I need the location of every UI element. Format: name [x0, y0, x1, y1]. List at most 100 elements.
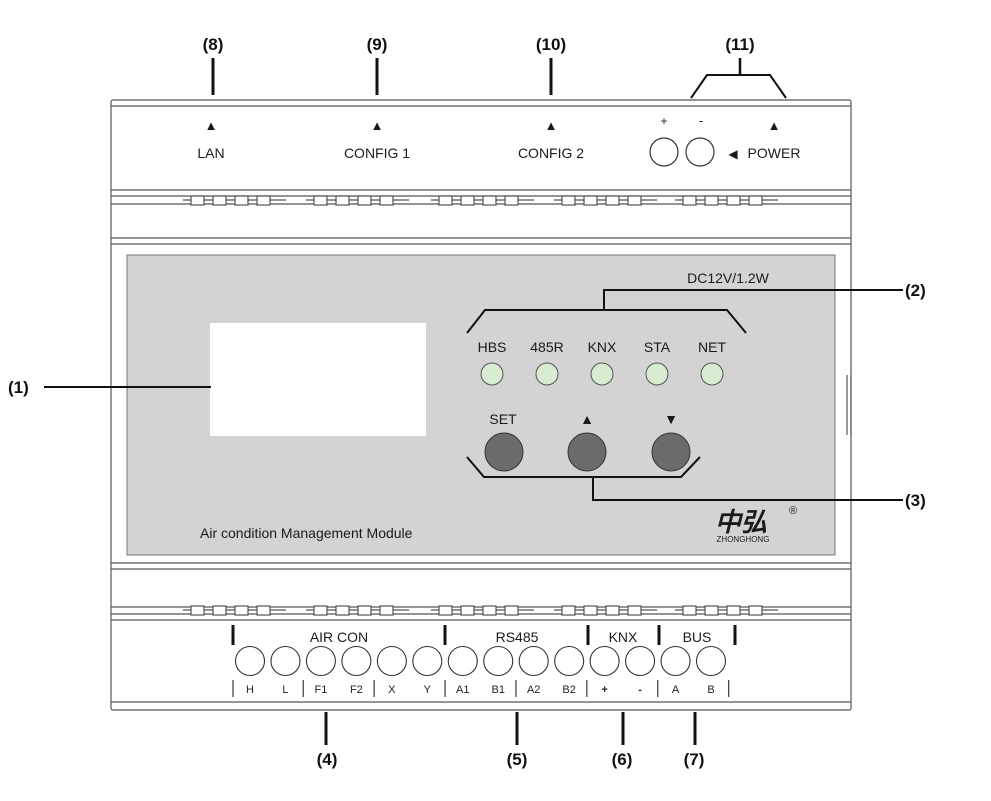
- module-name: Air condition Management Module: [200, 525, 413, 541]
- down-button[interactable]: [651, 432, 691, 472]
- vent-slot: [335, 605, 350, 616]
- terminal-screw: [695, 645, 727, 677]
- power-left-arrow: ◀: [728, 147, 738, 161]
- led-label: STA: [644, 339, 671, 355]
- vent-slot: [256, 195, 271, 206]
- vent-slot: [561, 195, 576, 206]
- down-button-label: ▼: [664, 411, 678, 427]
- led-indicator: [645, 362, 669, 386]
- callout-4: (4): [317, 750, 338, 769]
- terminal-screw: [270, 645, 301, 677]
- vent-slot: [704, 195, 719, 206]
- group-bus-label: BUS: [683, 629, 712, 645]
- callout-6: (6): [612, 750, 633, 769]
- terminal-label: F1: [315, 684, 328, 696]
- terminal-screw: [660, 645, 691, 677]
- terminal-label: B1: [491, 684, 504, 696]
- callout-11: (11): [725, 35, 754, 54]
- terminal-screw: [483, 645, 514, 677]
- top-ports: ▲ LAN ▲ CONFIG 1 ▲ CONFIG 2 + - ◀ ▲ POWE…: [197, 113, 801, 167]
- up-button-label: ▲: [580, 411, 594, 427]
- terminal-label: -: [638, 684, 642, 696]
- terminal-screw: [447, 645, 478, 677]
- up-button[interactable]: [567, 432, 607, 472]
- top-callouts: [211, 58, 787, 99]
- vent-row-top: [183, 195, 778, 206]
- lan-label: LAN: [197, 145, 224, 161]
- vent-slot: [726, 605, 741, 616]
- led-bracket: [466, 289, 903, 334]
- config2-arrow: ▲: [545, 118, 558, 133]
- power-minus-label: -: [699, 113, 703, 128]
- terminal-label: X: [388, 684, 396, 696]
- terminal-screw: [554, 645, 585, 677]
- power-rating: DC12V/1.2W: [687, 270, 769, 286]
- vent-slot: [379, 605, 394, 616]
- vent-slot: [460, 195, 475, 206]
- callout-9: (9): [367, 35, 388, 54]
- lcd-display: [210, 323, 426, 436]
- vent-slot: [313, 195, 328, 206]
- terminal-label: A: [672, 684, 680, 696]
- vent-slot: [627, 195, 642, 206]
- registered-mark: ®: [789, 505, 797, 517]
- config2-label: CONFIG 2: [518, 145, 584, 161]
- terminal-label: B2: [562, 684, 575, 696]
- power-label: POWER: [748, 145, 801, 161]
- vent-slot: [357, 195, 372, 206]
- power-plus-label: +: [660, 114, 667, 128]
- vent-slot: [482, 195, 497, 206]
- led-indicator: [480, 362, 504, 386]
- vent-slot: [605, 195, 620, 206]
- led-label: 485R: [530, 339, 563, 355]
- config1-arrow: ▲: [371, 118, 384, 133]
- terminal-label: B: [707, 684, 714, 696]
- vent-slot: [504, 605, 519, 616]
- vent-slot: [482, 605, 497, 616]
- vent-slot: [504, 195, 519, 206]
- terminal-screw: [234, 645, 266, 677]
- vent-slot: [438, 195, 453, 206]
- terminal-screw: [589, 645, 620, 677]
- vent-slot: [256, 605, 271, 616]
- vent-slot: [438, 605, 453, 616]
- callout-1: (1): [8, 378, 29, 397]
- vent-slot: [234, 605, 249, 616]
- power-minus-terminal: [685, 137, 715, 167]
- vent-slot: [212, 605, 227, 616]
- terminal-label: Y: [424, 684, 432, 696]
- group-knx-label: KNX: [609, 629, 638, 645]
- group-aircon-label: AIR CON: [310, 629, 368, 645]
- power-plus-terminal: [649, 137, 679, 167]
- vent-slot: [561, 605, 576, 616]
- callout-5: (5): [507, 750, 528, 769]
- terminal-label: H: [246, 684, 254, 696]
- vent-slot: [335, 195, 350, 206]
- vent-slot: [379, 195, 394, 206]
- vent-slot: [627, 605, 642, 616]
- set-button[interactable]: [484, 432, 524, 472]
- vent-slot: [583, 195, 598, 206]
- led-indicator: [700, 362, 724, 386]
- terminal-screw: [412, 645, 443, 677]
- vent-slot: [704, 605, 719, 616]
- vent-slot: [748, 605, 763, 616]
- set-button-label: SET: [489, 411, 517, 427]
- vent-slot: [726, 195, 741, 206]
- vent-slot: [190, 605, 205, 616]
- terminal-screw: [518, 645, 549, 677]
- vent-row-bottom: [183, 605, 778, 616]
- vent-slot: [357, 605, 372, 616]
- led-label: NET: [698, 339, 726, 355]
- terminal-label: +: [601, 684, 607, 696]
- led-label: HBS: [478, 339, 507, 355]
- vent-slot: [190, 195, 205, 206]
- terminal-screw: [305, 645, 336, 677]
- brand-logo: 中弘: [715, 507, 767, 537]
- callout-3: (3): [905, 491, 926, 510]
- lan-arrow: ▲: [205, 118, 218, 133]
- terminal-label: F2: [350, 684, 363, 696]
- led-indicator: [590, 362, 614, 386]
